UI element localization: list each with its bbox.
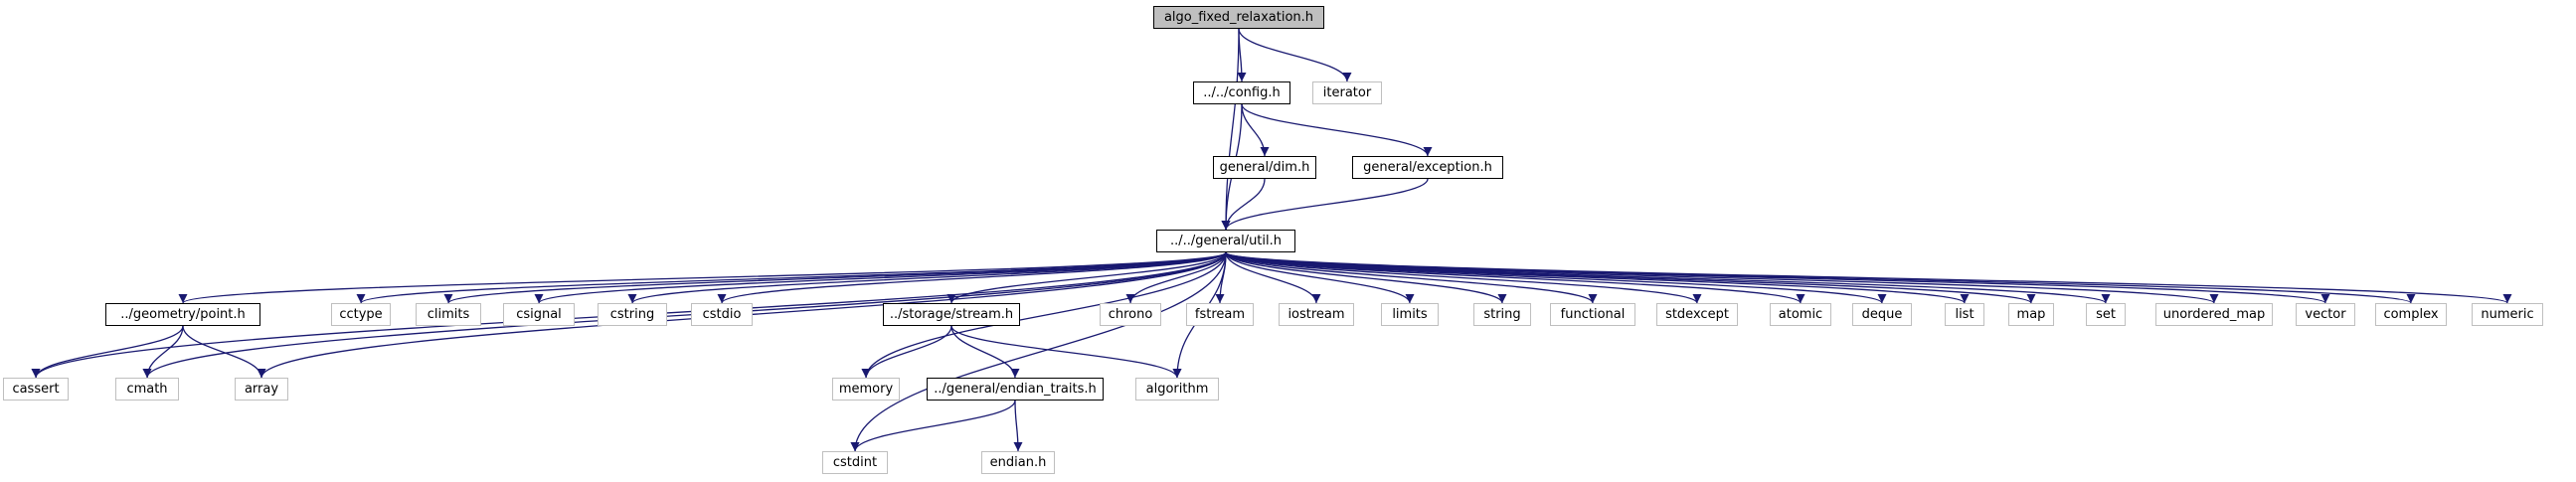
node-limits: limits [1381, 303, 1439, 326]
node-string: string [1473, 303, 1531, 326]
node-list: list [1945, 303, 1984, 326]
node-endian: endian.h [981, 451, 1055, 474]
edge-util-to-cstring [627, 251, 1227, 304]
edge-util-to-numeric [1225, 251, 2511, 304]
edge-util-to-functional [1225, 251, 1598, 304]
edge-util-to-stream [946, 251, 1227, 304]
node-config[interactable]: ../../config.h [1193, 81, 1290, 104]
edge-util-to-iostream [1225, 251, 1321, 304]
edge-endian-traits-to-cstdint [850, 400, 1016, 452]
node-climits: climits [416, 303, 481, 326]
edge-stream-to-endian-traits [950, 325, 1020, 379]
node-atomic: atomic [1770, 303, 1831, 326]
edge-util-to-cctype [356, 251, 1227, 304]
node-cstring: cstring [598, 303, 667, 326]
edge-root-to-util [1221, 28, 1240, 231]
node-iostream: iostream [1279, 303, 1354, 326]
edge-endian-traits-to-endian [1013, 400, 1023, 452]
edge-point-to-array [182, 325, 266, 379]
edge-util-to-cmath [142, 251, 1227, 379]
node-cctype: cctype [331, 303, 391, 326]
edge-exception-to-util [1221, 178, 1429, 231]
node-point[interactable]: ../geometry/point.h [105, 303, 260, 326]
node-memory: memory [832, 378, 900, 401]
node-vector: vector [2296, 303, 2355, 326]
edge-root-to-iterator [1238, 28, 1352, 82]
node-csignal: csignal [503, 303, 575, 326]
node-stdexcept: stdexcept [1656, 303, 1738, 326]
edge-util-to-csignal [534, 251, 1227, 304]
node-util[interactable]: ../../general/util.h [1156, 230, 1295, 252]
node-chrono: chrono [1100, 303, 1161, 326]
node-algorithm: algorithm [1135, 378, 1219, 401]
node-set: set [2086, 303, 2126, 326]
node-numeric: numeric [2472, 303, 2543, 326]
node-complex: complex [2375, 303, 2447, 326]
node-deque: deque [1852, 303, 1912, 326]
edge-util-to-stdexcept [1225, 251, 1702, 304]
node-dim[interactable]: general/dim.h [1213, 156, 1316, 179]
node-exception[interactable]: general/exception.h [1352, 156, 1503, 179]
edge-stream-to-memory [861, 325, 952, 379]
node-iterator: iterator [1312, 81, 1382, 104]
node-root[interactable]: algo_fixed_relaxation.h [1153, 6, 1324, 29]
edge-util-to-point [178, 251, 1227, 304]
node-functional: functional [1550, 303, 1635, 326]
node-endian-traits[interactable]: ../general/endian_traits.h [927, 378, 1104, 401]
edge-util-to-memory [861, 251, 1227, 379]
node-unordered-map: unordered_map [2155, 303, 2273, 326]
edge-util-to-cstdint [850, 251, 1227, 452]
edge-point-to-cmath [142, 325, 184, 379]
edge-point-to-cassert [31, 325, 184, 379]
node-fstream: fstream [1186, 303, 1254, 326]
node-cstdint: cstdint [822, 451, 888, 474]
node-cstdio: cstdio [691, 303, 753, 326]
edge-util-to-string [1225, 251, 1507, 304]
edge-util-to-chrono [1125, 251, 1227, 304]
edge-config-to-exception [1241, 103, 1433, 157]
node-array: array [235, 378, 288, 401]
node-cmath: cmath [115, 378, 179, 401]
edge-util-to-map [1225, 251, 2036, 304]
edge-config-to-dim [1241, 103, 1270, 157]
edge-util-to-limits [1225, 251, 1415, 304]
edge-dim-to-util [1221, 178, 1266, 231]
edge-stream-to-algorithm [950, 325, 1182, 379]
node-stream[interactable]: ../storage/stream.h [883, 303, 1020, 326]
edge-util-to-cstdio [717, 251, 1227, 304]
node-map: map [2008, 303, 2054, 326]
node-cassert: cassert [3, 378, 69, 401]
